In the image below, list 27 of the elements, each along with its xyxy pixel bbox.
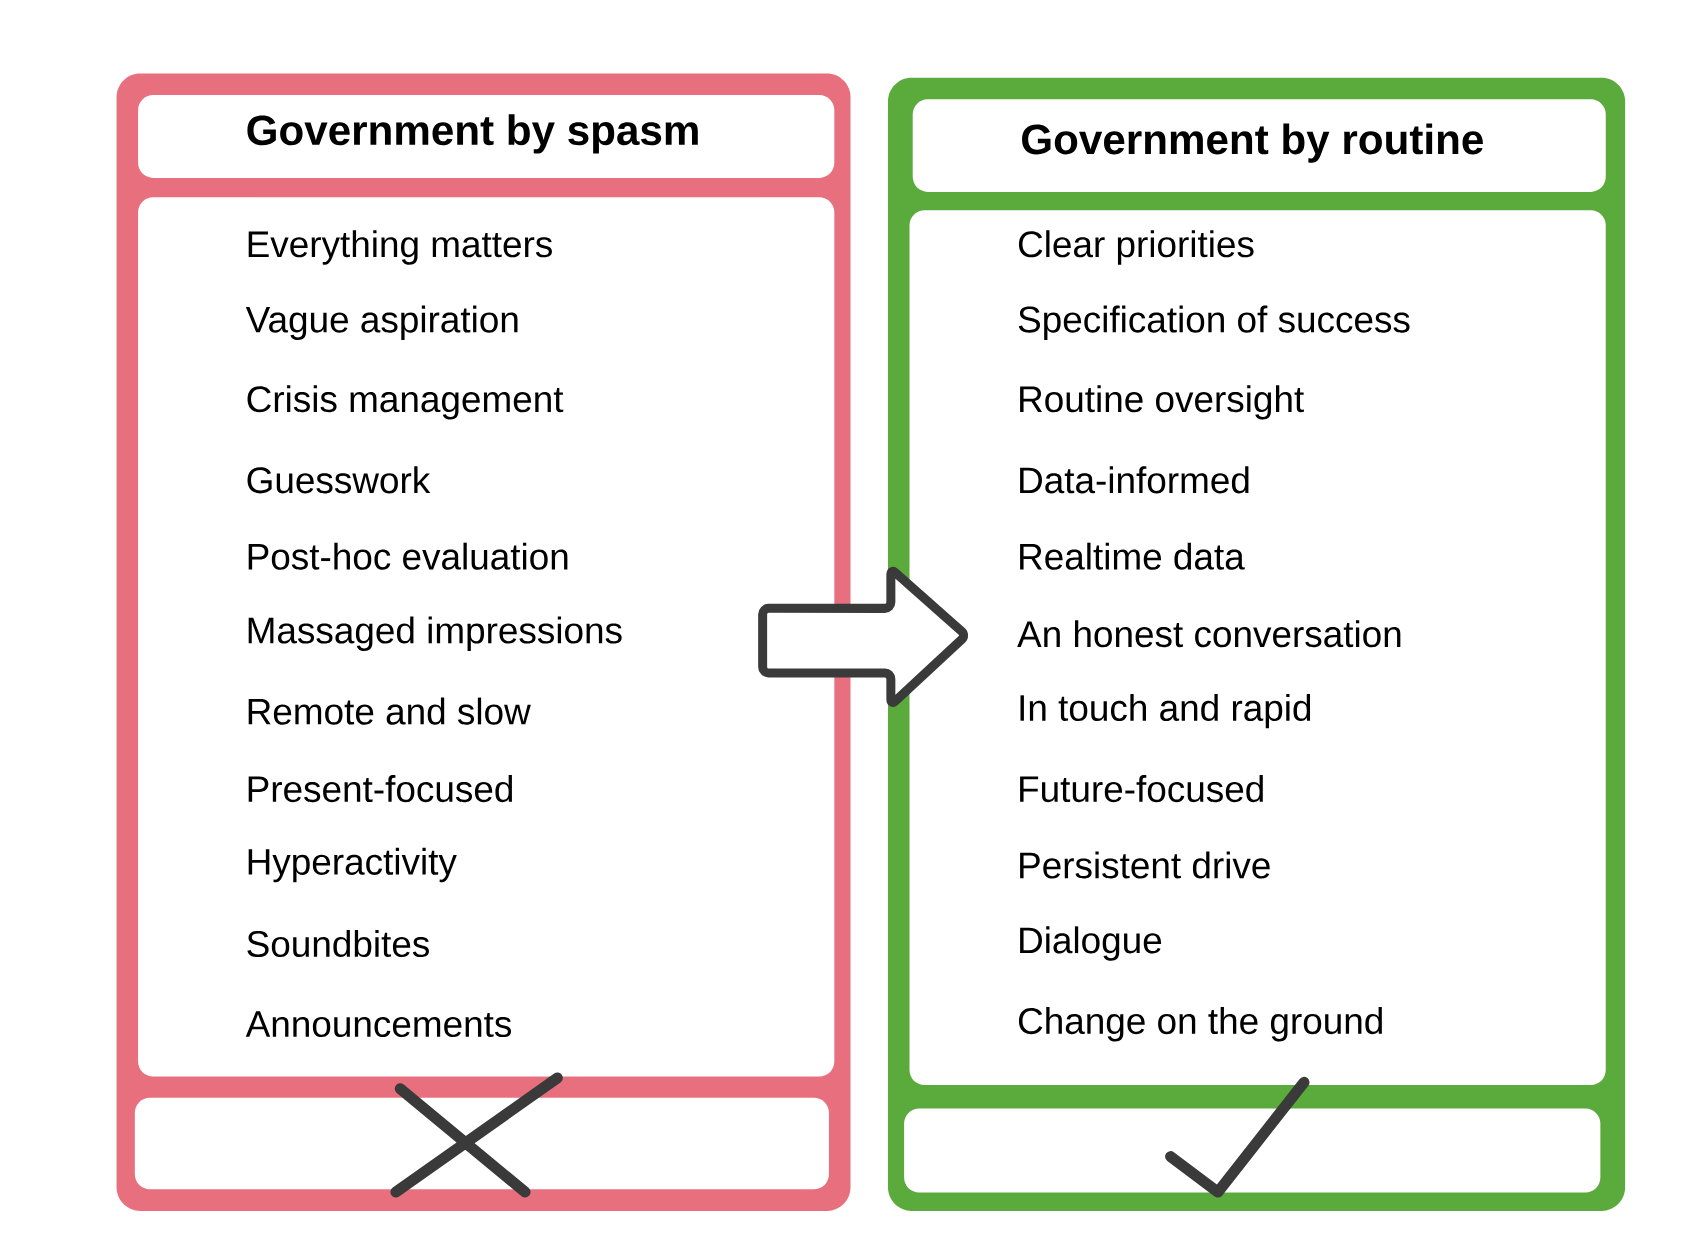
list-item: Realtime data: [1020, 542, 1245, 570]
list-item: Clear priorities: [1018, 230, 1254, 265]
block-arrow: [758, 566, 969, 707]
list-item: Massaged impressions: [248, 616, 622, 651]
list-item: Everything matters: [248, 230, 552, 265]
header-box: Government by routine: [912, 99, 1606, 192]
list-item: Present-focused: [248, 774, 512, 802]
list-item: Routine oversight: [1020, 385, 1304, 420]
list-item: In touch and rapid: [1020, 693, 1311, 729]
list-item: An honest conversation: [1017, 620, 1401, 648]
list-item: Future-focused: [1020, 774, 1263, 802]
list-item: Guesswork: [247, 466, 431, 494]
list-item: Post-hoc evaluation: [248, 542, 568, 570]
footer-box: [134, 1097, 829, 1190]
list-item: Hyperactivity: [248, 847, 457, 883]
list-item: Vague aspiration: [245, 305, 518, 340]
list-item: Remote and slow: [248, 697, 531, 725]
footer-box: [904, 1108, 1601, 1193]
header-box: Government by spasm: [138, 94, 835, 178]
list-item: Specification of success: [1018, 305, 1410, 340]
list-item: Persistent drive: [1020, 851, 1270, 879]
list-item: Soundbites: [247, 929, 429, 957]
list-item: Change on the ground: [1018, 1006, 1382, 1042]
list-item: Announcements: [245, 1011, 512, 1037]
list-item: Crisis management: [247, 385, 564, 420]
list-item: Dialogue: [1020, 926, 1162, 961]
list-item: Data-informed: [1020, 466, 1249, 494]
